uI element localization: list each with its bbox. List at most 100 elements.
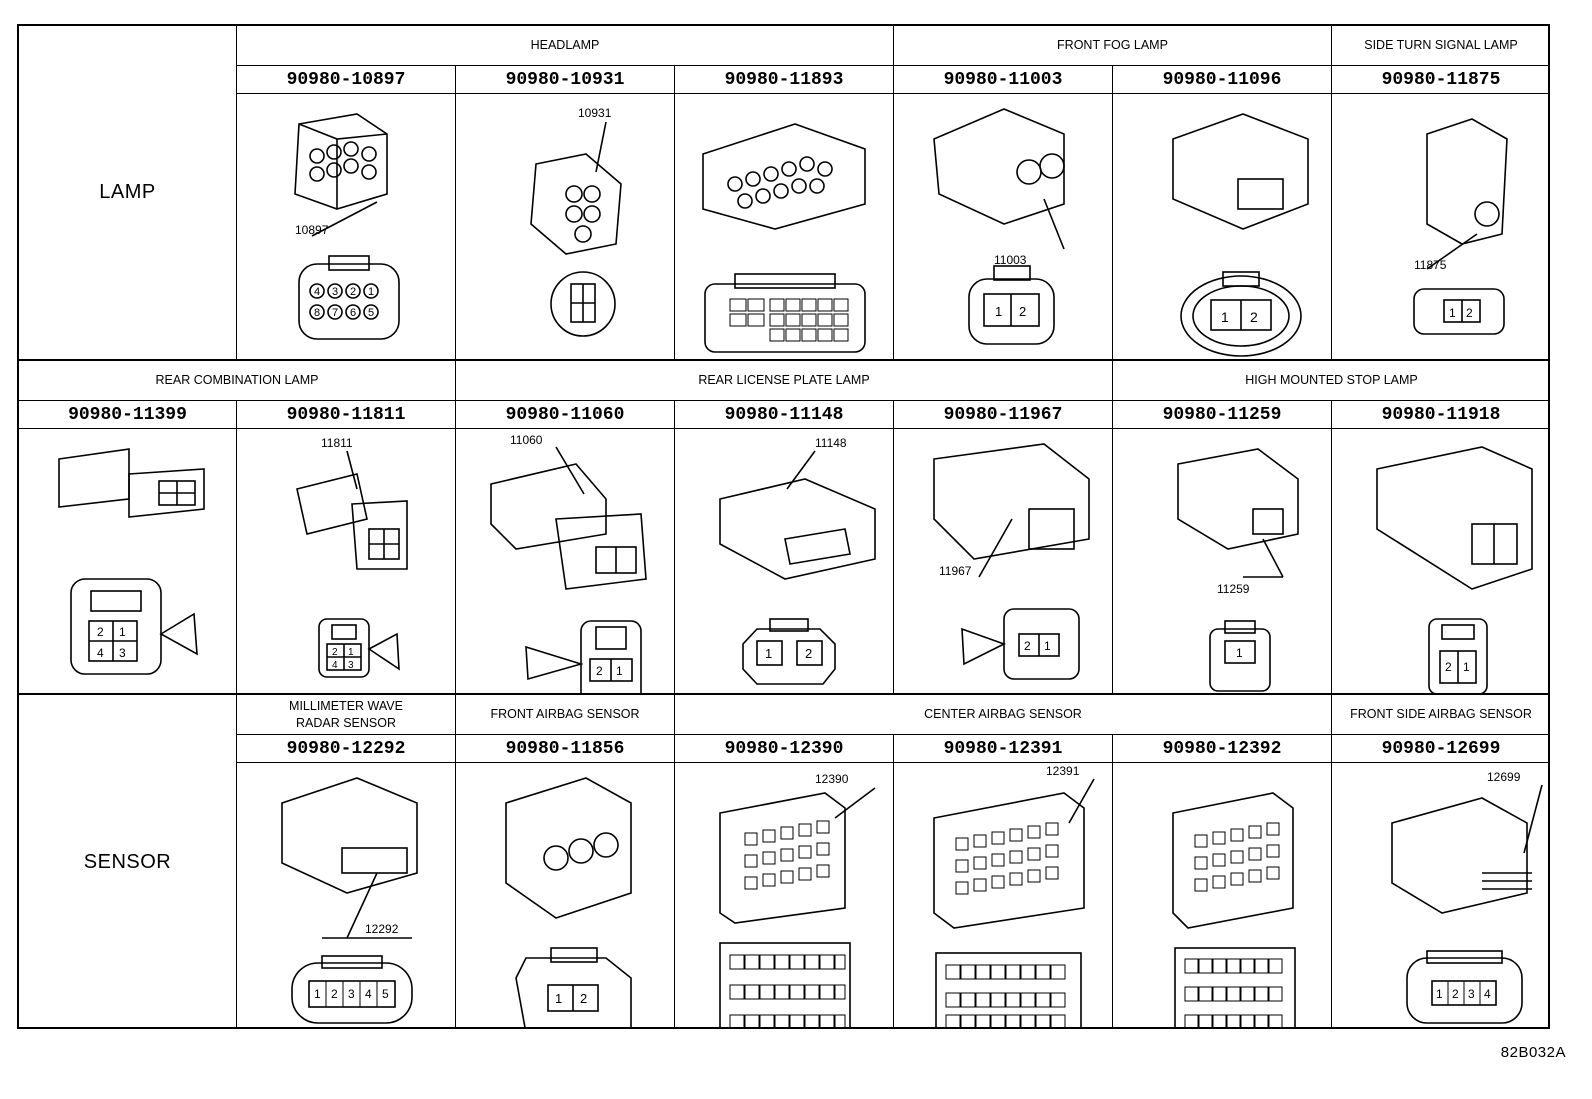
callout-label: 12292	[365, 922, 399, 936]
callout-label: 11875	[1414, 258, 1447, 272]
part-number: 90980-12391	[894, 735, 1113, 763]
svg-text:1: 1	[1436, 987, 1443, 1001]
connector-illustration: 11259 1	[1113, 429, 1332, 693]
callout-label: 11060	[510, 433, 543, 447]
part-number: 90980-11918	[1332, 401, 1550, 429]
svg-text:2: 2	[1452, 987, 1459, 1001]
svg-text:4: 4	[332, 660, 338, 671]
svg-text:6: 6	[350, 307, 356, 319]
part-number: 90980-11096	[1113, 66, 1332, 94]
category-sensor: SENSOR	[19, 695, 237, 1029]
row-divider	[19, 359, 1548, 361]
connector-illustration: 11148 1 2	[675, 429, 894, 693]
part-number: 90980-12292	[237, 735, 456, 763]
group-label-line: MILLIMETER WAVE	[289, 698, 403, 713]
connector-illustration: 11875 1 2	[1332, 94, 1550, 359]
connector-illustration: 12390	[675, 763, 894, 1029]
callout-label: 10931	[578, 106, 612, 120]
group-label: CENTER AIRBAG SENSOR	[924, 707, 1082, 722]
svg-text:3: 3	[119, 646, 126, 660]
callout-label: 11148	[815, 436, 847, 450]
svg-text:2: 2	[350, 286, 356, 298]
svg-text:5: 5	[368, 307, 374, 319]
part-number: 90980-10931	[456, 66, 675, 94]
callout-label: 12391	[1046, 764, 1080, 778]
category-label: LAMP	[99, 181, 156, 203]
connector-illustration: 10931	[456, 94, 675, 359]
group-front-airbag-sensor: FRONT AIRBAG SENSOR	[456, 695, 675, 735]
svg-text:1: 1	[1236, 646, 1243, 660]
callout-label: 11811	[321, 436, 353, 450]
svg-text:7: 7	[332, 307, 338, 319]
svg-text:2: 2	[596, 664, 603, 678]
svg-text:1: 1	[616, 664, 623, 678]
callout-label: 11003	[994, 253, 1027, 267]
svg-text:1: 1	[1463, 660, 1470, 674]
category-lamp: LAMP	[19, 26, 237, 359]
group-label: SIDE TURN SIGNAL LAMP	[1364, 38, 1518, 53]
svg-text:3: 3	[348, 987, 355, 1001]
svg-text:2: 2	[97, 625, 104, 639]
group-label: HEADLAMP	[530, 38, 600, 53]
svg-text:1: 1	[555, 991, 562, 1006]
svg-text:2: 2	[1466, 306, 1473, 320]
group-label: FRONT SIDE AIRBAG SENSOR	[1350, 707, 1532, 722]
svg-text:2: 2	[331, 987, 338, 1001]
group-label: REAR COMBINATION LAMP	[155, 373, 319, 388]
svg-text:1: 1	[1044, 639, 1051, 653]
svg-text:5: 5	[382, 987, 389, 1001]
callout-label: 12390	[815, 772, 849, 786]
connector-illustration	[675, 94, 894, 359]
svg-text:4: 4	[1484, 987, 1491, 1001]
part-number: 90980-11875	[1332, 66, 1550, 94]
svg-text:2: 2	[332, 647, 338, 658]
group-label: FRONT FOG LAMP	[1057, 38, 1168, 53]
part-number: 90980-11060	[456, 401, 675, 429]
part-number: 90980-11148	[675, 401, 894, 429]
svg-text:2: 2	[805, 646, 812, 661]
svg-text:1: 1	[765, 646, 772, 661]
svg-text:1: 1	[1449, 306, 1456, 320]
group-label: HIGH MOUNTED STOP LAMP	[1245, 373, 1418, 388]
callout-label: 11967	[939, 564, 972, 578]
svg-text:1: 1	[368, 286, 374, 298]
part-number: 90980-11967	[894, 401, 1113, 429]
svg-text:4: 4	[97, 646, 104, 660]
callout-label: 12699	[1487, 770, 1521, 784]
part-number: 90980-11856	[456, 735, 675, 763]
svg-text:3: 3	[348, 660, 354, 671]
svg-text:2: 2	[1024, 639, 1031, 653]
svg-text:2: 2	[1250, 309, 1258, 325]
svg-text:8: 8	[314, 307, 320, 319]
part-number: 90980-12699	[1332, 735, 1550, 763]
group-millimeter-wave-radar-sensor: MILLIMETER WAVE RADAR SENSOR	[237, 695, 456, 735]
svg-text:1: 1	[995, 304, 1002, 319]
svg-text:4: 4	[365, 987, 372, 1001]
group-side-turn-signal-lamp: SIDE TURN SIGNAL LAMP	[1332, 26, 1550, 66]
svg-text:4: 4	[314, 286, 320, 298]
part-number: 90980-11893	[675, 66, 894, 94]
category-label: SENSOR	[83, 850, 172, 873]
group-headlamp: HEADLAMP	[237, 26, 894, 66]
group-rear-license-plate-lamp: REAR LICENSE PLATE LAMP	[456, 361, 1113, 401]
svg-text:1: 1	[314, 987, 321, 1001]
connector-table: LAMP HEADLAMP FRONT FOG LAMP SIDE TURN S…	[17, 24, 1550, 1029]
callout-label: 11259	[1217, 582, 1250, 596]
svg-text:1: 1	[348, 647, 354, 658]
connector-illustration: 12391	[894, 763, 1113, 1029]
svg-text:2: 2	[1019, 304, 1026, 319]
group-rear-combination-lamp: REAR COMBINATION LAMP	[19, 361, 456, 401]
group-label-line: RADAR SENSOR	[295, 715, 397, 730]
group-high-mounted-stop-lamp: HIGH MOUNTED STOP LAMP	[1113, 361, 1550, 401]
connector-illustration: 11003 1 2	[894, 94, 1113, 359]
connector-illustration	[1113, 763, 1332, 1029]
group-front-fog-lamp: FRONT FOG LAMP	[894, 26, 1332, 66]
